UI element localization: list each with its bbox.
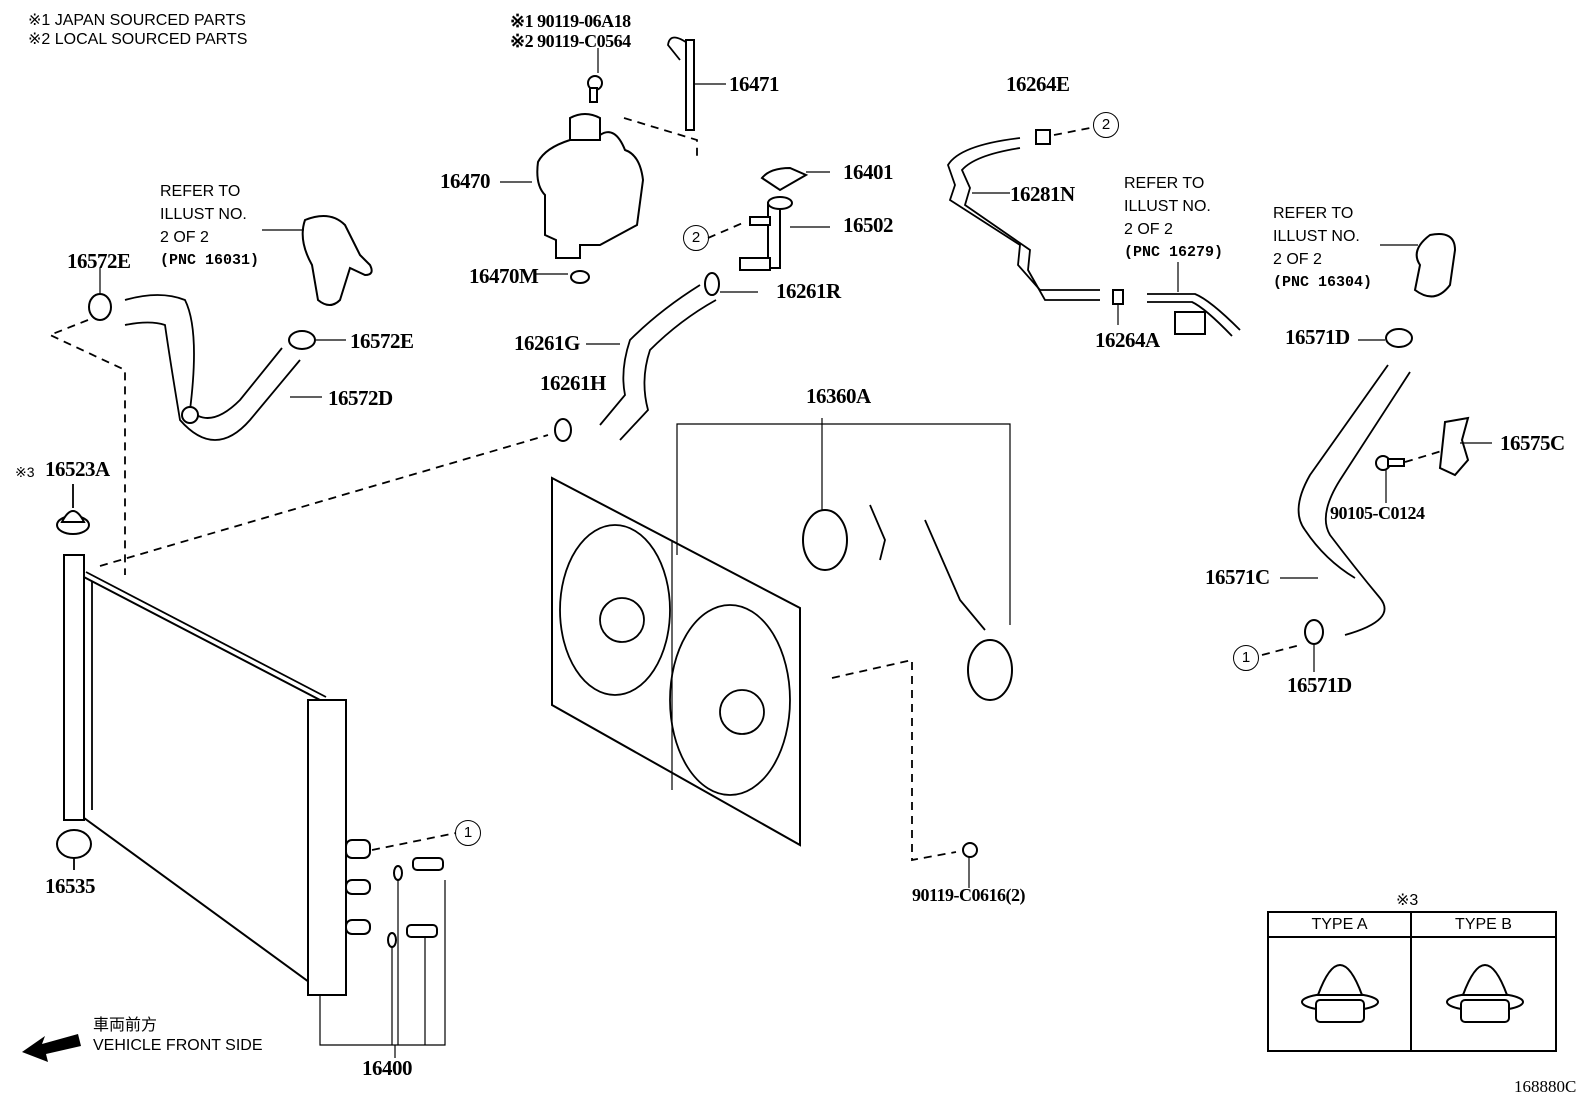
refer-note-line: REFER TO — [1124, 175, 1205, 192]
type-b-header: TYPE B — [1412, 913, 1555, 938]
part-label-90105-c0124[interactable]: 90105-C0124 — [1330, 503, 1425, 523]
refer-note-line: ILLUST NO. — [1124, 198, 1211, 216]
figure-number: 168880C — [1514, 1077, 1577, 1096]
part-label-16572d[interactable]: 16572D — [328, 386, 393, 410]
part-label-16360a[interactable]: 16360A — [806, 384, 871, 408]
part-label-16261r[interactable]: 16261R — [776, 279, 841, 303]
part-label-90119-c0616[interactable]: 90119-C0616(2) — [912, 885, 1026, 905]
refer-note-16031: REFER TO ILLUST NO. 2 OF 2 (PNC 16031) — [160, 180, 259, 271]
legend: ※1 JAPAN SOURCED PARTS ※2 LOCAL SOURCED … — [28, 11, 247, 49]
connection-marker-2: 2 — [1093, 112, 1119, 138]
lower-radiator-hose — [1261, 328, 1413, 672]
part-label-16571c[interactable]: 16571C — [1205, 565, 1270, 589]
fan-shroud-assembly — [551, 476, 801, 847]
refer-note-line: REFER TO — [160, 183, 241, 200]
water-pipe-reference — [1147, 262, 1241, 337]
part-label-16571d-top[interactable]: 16571D — [1285, 325, 1350, 349]
part-label-16502[interactable]: 16502 — [843, 213, 894, 237]
refer-note-16304: REFER TO ILLUST NO. 2 OF 2 (PNC 16304) — [1273, 202, 1372, 293]
refer-note-pnc[interactable]: (PNC 16031) — [160, 251, 260, 269]
part-label-16281n[interactable]: 16281N — [1010, 182, 1075, 206]
connection-marker-1: 1 — [455, 820, 481, 846]
part-label-16523a[interactable]: 16523A — [45, 457, 110, 481]
guide-line-left — [47, 319, 126, 575]
legend-japan-sourced: ※1 JAPAN SOURCED PARTS — [28, 12, 246, 29]
upper-radiator-hose — [88, 268, 346, 441]
radiator — [63, 554, 371, 996]
part-label-16471[interactable]: 16471 — [729, 72, 780, 96]
part-label-16535[interactable]: 16535 — [45, 874, 96, 898]
water-inlet-reference — [1380, 233, 1457, 298]
part-16523a-mark: ※3 — [15, 464, 35, 480]
refer-note-pnc[interactable]: (PNC 16279) — [1124, 243, 1224, 261]
vehicle-front-jp: 車両前方 — [93, 1017, 158, 1034]
bolt-japan-part-number: ※1 90119-06A18 — [510, 11, 631, 31]
type-b-cell — [1412, 938, 1555, 1050]
water-bypass-hose — [554, 272, 758, 442]
part-label-16571d-bottom[interactable]: 16571D — [1287, 673, 1352, 697]
part-label-16401[interactable]: 16401 — [843, 160, 894, 184]
connection-marker-2: 2 — [683, 225, 709, 251]
guide-line-to-fan — [99, 434, 549, 567]
bolt-callout: ※1 90119-06A18 ※2 90119-C0564 — [510, 11, 631, 51]
type-a-cushion-icon — [1301, 964, 1379, 1023]
type-table-mark: ※3 — [1396, 892, 1419, 909]
part-label-16400[interactable]: 16400 — [362, 1056, 413, 1080]
vehicle-front-indicator: 車両前方 VEHICLE FRONT SIDE — [93, 1016, 263, 1056]
part-label-16470[interactable]: 16470 — [440, 169, 491, 193]
refer-note-line: ILLUST NO. — [1273, 228, 1360, 246]
type-table: TYPE A TYPE B — [1267, 911, 1557, 1052]
refer-note-line: 2 OF 2 — [1124, 221, 1173, 239]
part-label-16261g[interactable]: 16261G — [514, 331, 580, 355]
refer-note-line: 2 OF 2 — [1273, 251, 1322, 269]
part-label-16261h[interactable]: 16261H — [540, 371, 606, 395]
overflow-hose — [623, 36, 726, 158]
part-label-16572e-left[interactable]: 16572E — [67, 249, 131, 273]
part-label-16575c[interactable]: 16575C — [1500, 431, 1565, 455]
refer-note-line: REFER TO — [1273, 205, 1354, 222]
vehicle-front-en: VEHICLE FRONT SIDE — [93, 1037, 263, 1054]
fan-motors — [676, 418, 1013, 888]
bolt-local-part-number: ※2 90119-C0564 — [510, 31, 631, 51]
type-a-cell — [1269, 938, 1412, 1050]
water-outlet-reference — [262, 215, 373, 306]
connection-marker-1: 1 — [1233, 645, 1259, 671]
part-label-16264a[interactable]: 16264A — [1095, 328, 1160, 352]
refer-note-line: ILLUST NO. — [160, 206, 247, 224]
part-label-16572e-right[interactable]: 16572E — [350, 329, 414, 353]
part-label-16264e[interactable]: 16264E — [1006, 72, 1070, 96]
refer-note-pnc[interactable]: (PNC 16304) — [1273, 273, 1373, 291]
refer-note-16279: REFER TO ILLUST NO. 2 OF 2 (PNC 16279) — [1124, 172, 1223, 263]
drain-cocks — [319, 832, 457, 1058]
reservoir-cap — [760, 166, 830, 192]
arrow-left-icon — [22, 1034, 81, 1062]
type-b-cushion-icon — [1446, 964, 1524, 1023]
reservoir-tank — [500, 113, 645, 284]
radiator-support-lower-icon — [56, 829, 92, 870]
part-label-16470m[interactable]: 16470M — [469, 264, 539, 288]
legend-local-sourced: ※2 LOCAL SOURCED PARTS — [28, 31, 248, 48]
type-a-header: TYPE A — [1269, 913, 1412, 938]
reservoir-bolt — [587, 48, 603, 103]
hose-bracket — [1375, 416, 1492, 503]
water-hose-16281n — [947, 127, 1124, 325]
refer-note-line: 2 OF 2 — [160, 229, 209, 247]
water-inlet-fitting — [707, 196, 830, 271]
radiator-support-upper-icon — [56, 484, 90, 535]
